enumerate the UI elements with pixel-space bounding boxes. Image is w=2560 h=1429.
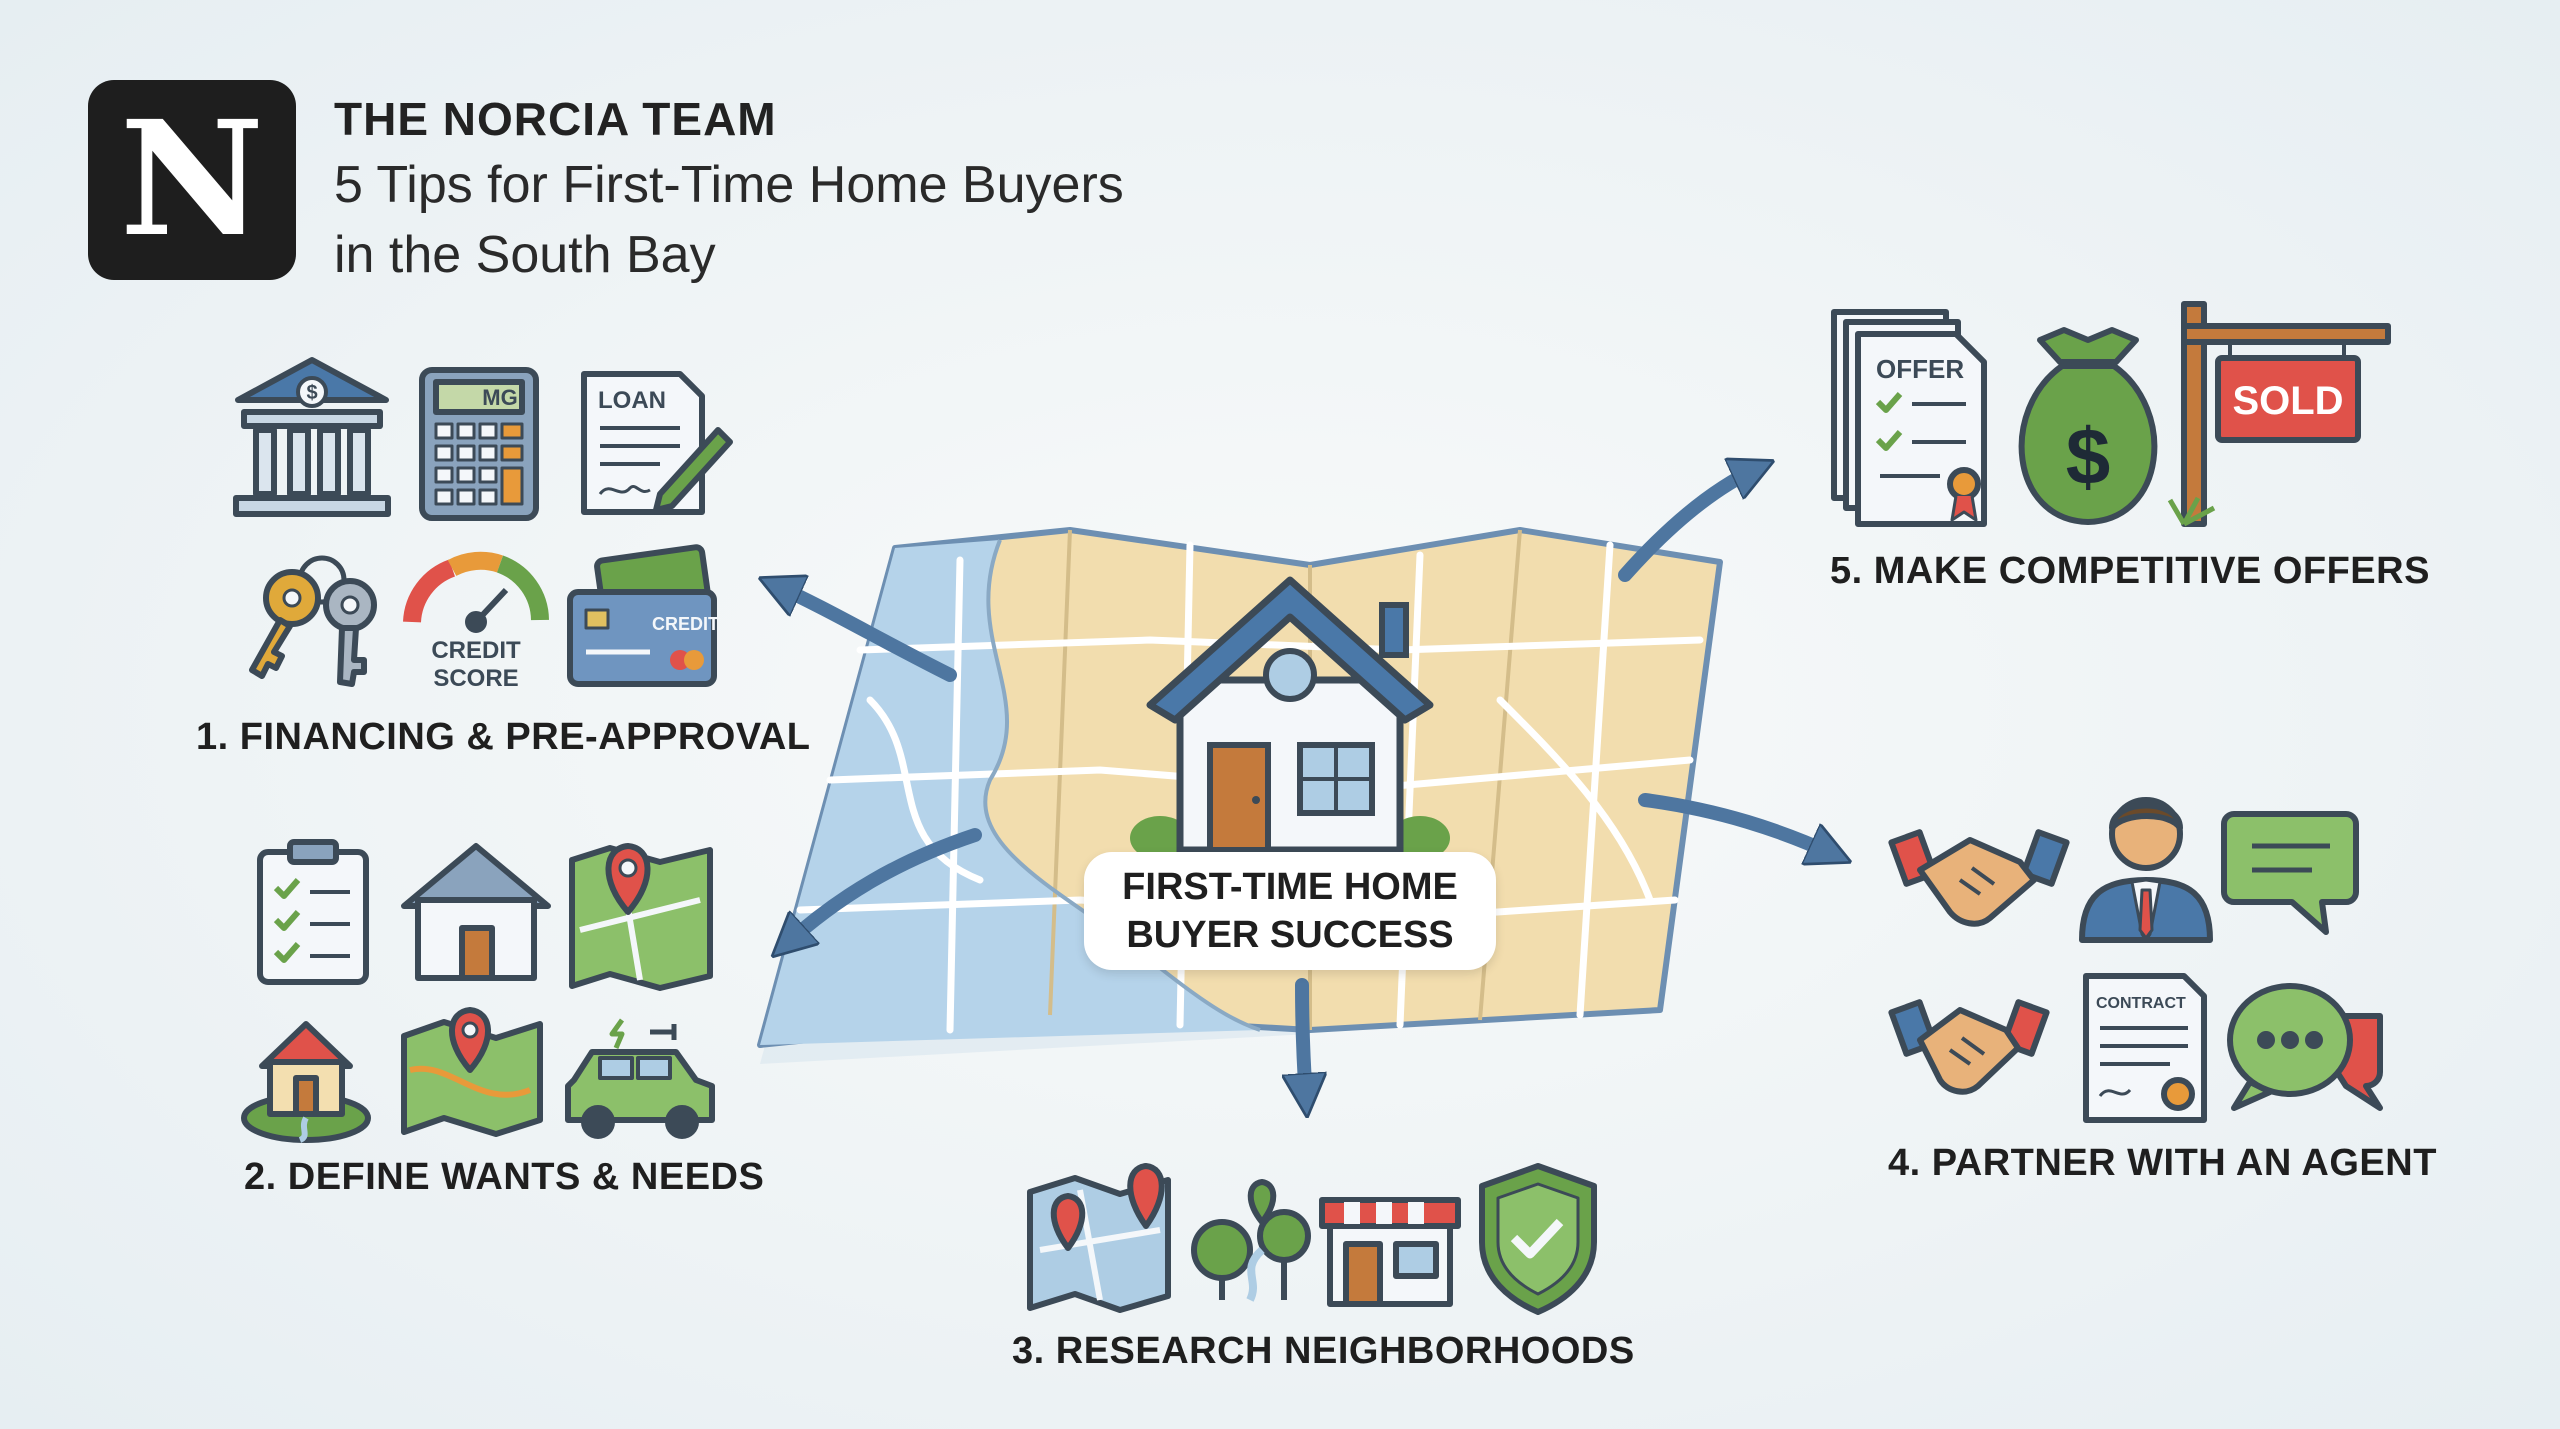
- arrow-to-tip-2: [785, 828, 982, 945]
- tip-3-label: 3. RESEARCH NEIGHBORHOODS: [1012, 1330, 1635, 1372]
- svg-text:MG: MG: [482, 385, 517, 410]
- svg-text:CREDIT: CREDIT: [652, 614, 719, 634]
- tip-1-label: 1. FINANCING & PRE-APPROVAL: [196, 716, 811, 758]
- arrow-to-tip-4: [1638, 793, 1835, 855]
- svg-text:$: $: [2066, 412, 2111, 501]
- contract-icon: CONTRACT: [2083, 973, 2207, 1123]
- message-bubble-icon: [2227, 983, 2383, 1111]
- calculator-icon: MG: [419, 367, 539, 521]
- center-label-line-2: BUYER SUCCESS: [1126, 914, 1454, 956]
- house-icon: [1130, 576, 1450, 860]
- svg-text:OFFER: OFFER: [1876, 354, 1964, 384]
- center-label: FIRST-TIME HOME BUYER SUCCESS: [1084, 852, 1496, 970]
- money-bag-icon: $: [2018, 327, 2158, 525]
- tip-4-icons: CONTRACT: [1888, 797, 2383, 1123]
- tip-4-label: 4. PARTNER WITH AN AGENT: [1888, 1142, 2437, 1184]
- svg-text:LOAN: LOAN: [598, 387, 666, 414]
- arrow-to-tip-5: [1618, 468, 1758, 582]
- agent-icon: [2079, 797, 2213, 943]
- tip-2-label: 2. DEFINE WANTS & NEEDS: [244, 1156, 765, 1198]
- sold-sign-icon: SOLD: [2167, 301, 2391, 527]
- svg-text:CONTRACT: CONTRACT: [2096, 995, 2186, 1012]
- svg-text:$: $: [306, 382, 317, 404]
- arrow-to-tip-3: [1302, 978, 1306, 1100]
- house-with-garden-icon: [241, 1021, 371, 1143]
- security-shield-icon: [1479, 1163, 1597, 1315]
- park-icon: [1191, 1179, 1311, 1302]
- page-title-line-2: in the South Bay: [334, 226, 716, 284]
- loan-document-icon: LOAN: [581, 371, 733, 515]
- keys-icon: [249, 555, 377, 687]
- page-title: 5 Tips for First-Time Home Buyers in the…: [334, 150, 1124, 290]
- chat-bubble-icon: [2221, 811, 2359, 935]
- storefront-icon: [1319, 1197, 1461, 1307]
- arrows: [775, 468, 1835, 1100]
- arrow-to-tip-1: [775, 585, 957, 682]
- page-title-line-1: 5 Tips for First-Time Home Buyers: [334, 156, 1124, 214]
- tip-1-icons: $ MG LOAN: [233, 357, 733, 692]
- neighborhood-map-icon: [1027, 1163, 1171, 1313]
- handshake-2-icon: [1888, 999, 2050, 1095]
- credit-score-gauge-icon: CREDIT SCORE: [403, 551, 549, 692]
- electric-car-icon: [565, 1018, 715, 1139]
- tip-2-icons: [241, 839, 715, 1143]
- brand-name: THE NORCIA TEAM: [334, 93, 777, 145]
- svg-text:SCORE: SCORE: [433, 665, 518, 692]
- location-map-icon: [569, 843, 713, 991]
- logo-letter: N: [119, 87, 265, 272]
- svg-text:SOLD: SOLD: [2232, 379, 2343, 423]
- team-logo: N: [88, 80, 296, 280]
- handshake-icon: [1888, 829, 2070, 927]
- tip-5-label: 5. MAKE COMPETITIVE OFFERS: [1830, 550, 2430, 592]
- map-route-icon: [401, 1007, 543, 1137]
- checklist-icon: [257, 839, 369, 985]
- tip-3-icons: [1027, 1163, 1597, 1315]
- home-icon: [401, 843, 551, 981]
- bank-icon: $: [233, 357, 391, 517]
- credit-card-icon: CREDIT: [567, 544, 719, 687]
- svg-text:CREDIT: CREDIT: [431, 637, 521, 664]
- tip-5-icons: OFFER $ SOLD: [1831, 301, 2391, 527]
- offer-document-icon: OFFER: [1831, 309, 1987, 527]
- center-label-line-1: FIRST-TIME HOME: [1122, 866, 1458, 908]
